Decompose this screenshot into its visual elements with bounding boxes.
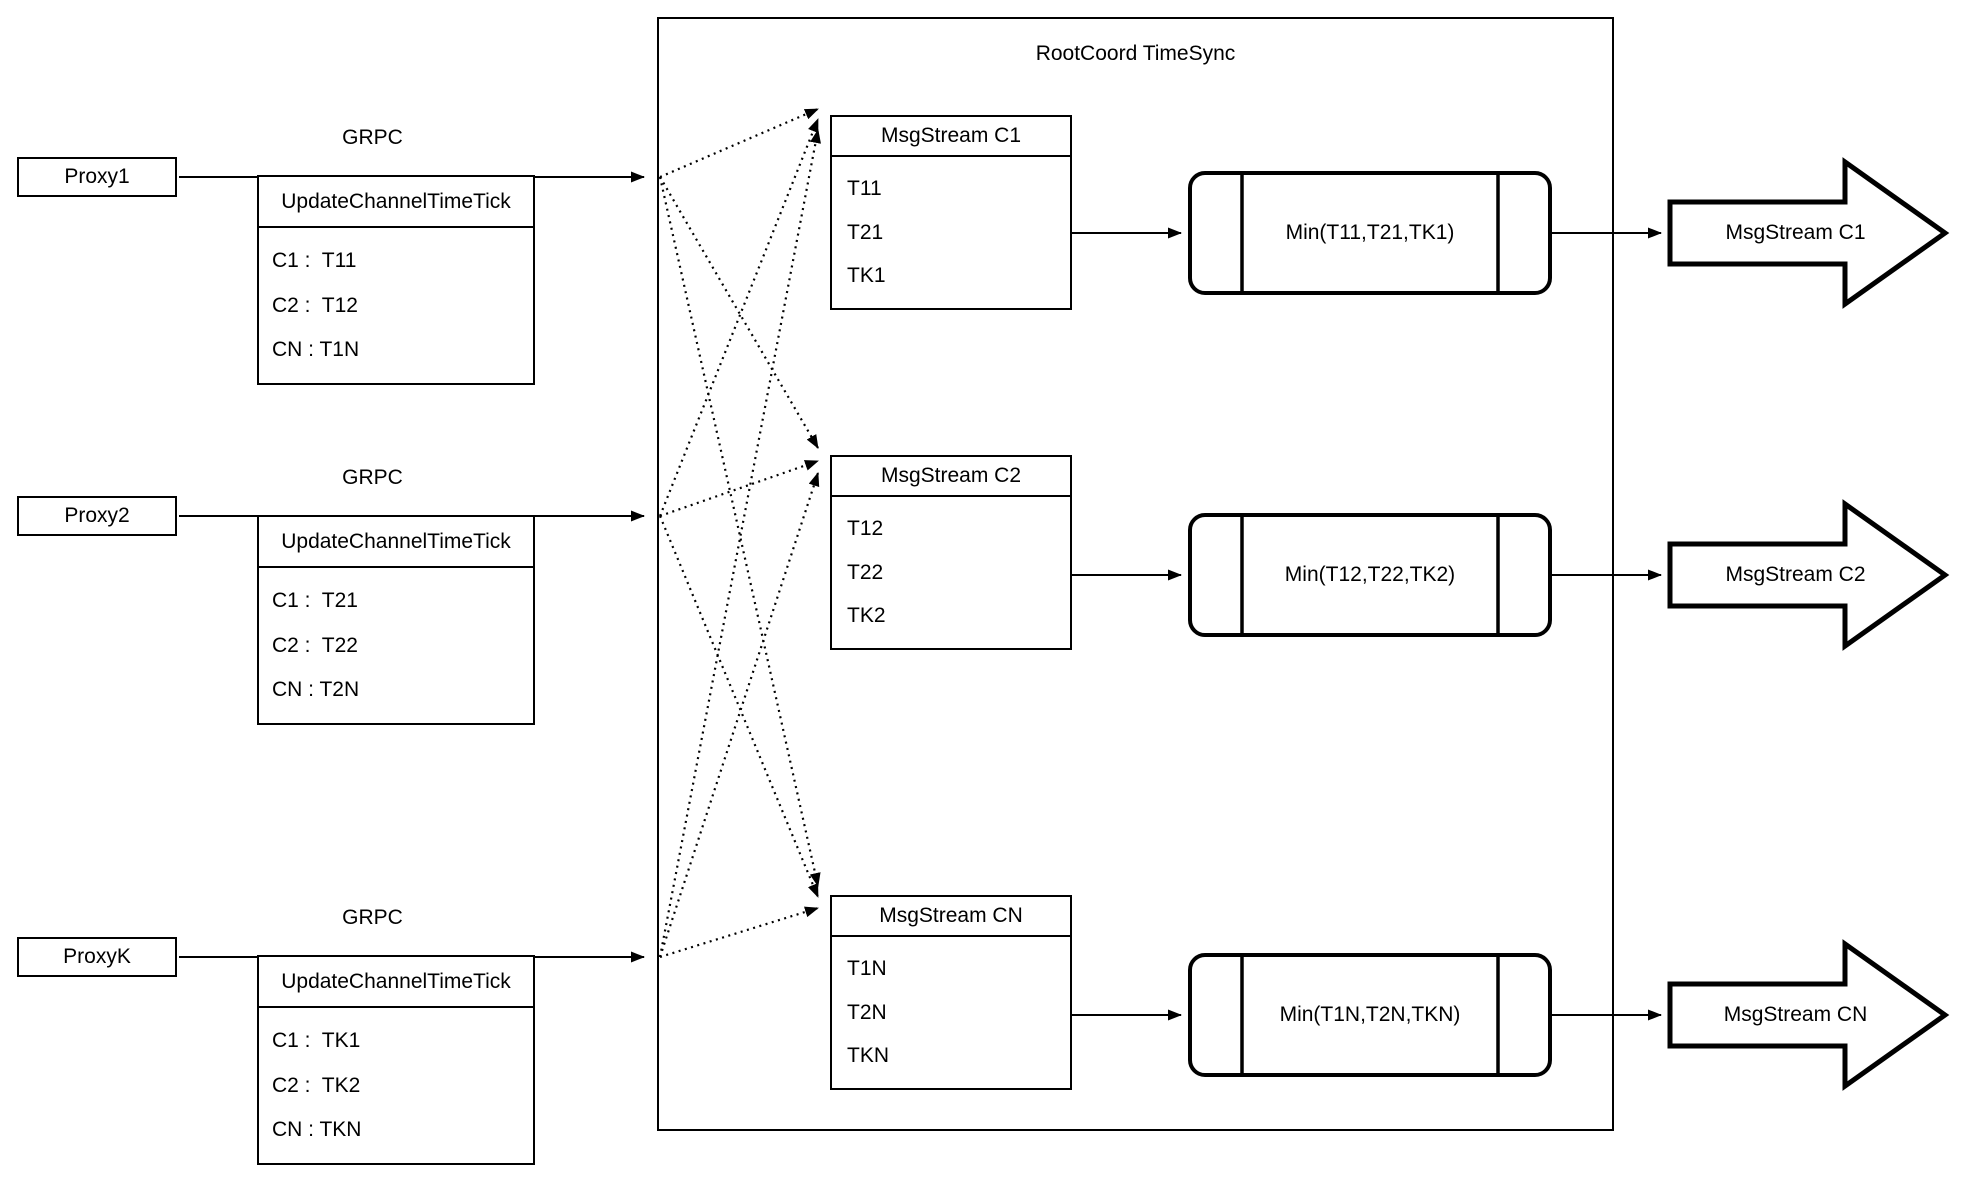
table-body: T12 T22 TK2	[832, 497, 1070, 648]
min-node-3-label: Min(T1N,T2N,TKN)	[1279, 1003, 1461, 1026]
proxy-box-2: Proxy2	[17, 496, 177, 536]
msgstream-table-c1: MsgStream C1 T11 T21 TK1	[830, 115, 1072, 310]
msgstream-output-arrow-2	[1667, 499, 1950, 651]
min-node-2-label: Min(T12,T22,TK2)	[1284, 563, 1456, 586]
table-header: MsgStream C1	[832, 117, 1070, 157]
msgstream-output-3-label: MsgStream CN	[1723, 1003, 1868, 1026]
table-header: UpdateChannelTimeTick	[259, 177, 533, 228]
table-row: T21	[847, 220, 884, 244]
min-node-3	[1188, 953, 1552, 1077]
update-channel-timetick-table-2: UpdateChannelTimeTick C1 : T21 C2 : T22 …	[257, 515, 535, 725]
table-row: C2 : T12	[272, 293, 358, 317]
table-body: T1N T2N TKN	[832, 937, 1070, 1088]
table-body: C1 : T11 C2 : T12 CN : T1N	[259, 228, 533, 383]
table-row: T22	[847, 560, 884, 584]
grpc-label-1: GRPC	[342, 126, 403, 149]
msgstream-output-1-label: MsgStream C1	[1725, 221, 1866, 244]
table-row: CN : TKN	[272, 1118, 362, 1142]
table-row: TK1	[847, 264, 886, 288]
table-row: T2N	[847, 1000, 887, 1024]
min-node-1	[1188, 171, 1552, 295]
min-node-1-label: Min(T11,T21,TK1)	[1285, 221, 1455, 244]
msgstream-table-c2: MsgStream C2 T12 T22 TK2	[830, 455, 1072, 650]
table-row: T11	[847, 176, 882, 200]
proxy-box-2-label: Proxy2	[64, 504, 130, 527]
table-row: TKN	[847, 1044, 889, 1068]
table-header: UpdateChannelTimeTick	[259, 957, 533, 1008]
proxy-box-k: ProxyK	[17, 937, 177, 977]
table-row: CN : T1N	[272, 338, 360, 362]
msgstream-output-2-label: MsgStream C2	[1725, 563, 1866, 586]
update-channel-timetick-table-3: UpdateChannelTimeTick C1 : TK1 C2 : TK2 …	[257, 955, 535, 1165]
table-body: T11 T21 TK1	[832, 157, 1070, 308]
table-row: T12	[847, 516, 884, 540]
table-row: T1N	[847, 956, 887, 980]
min-node-2	[1188, 513, 1552, 637]
proxy-box-1-label: Proxy1	[64, 165, 130, 188]
table-header: MsgStream CN	[832, 897, 1070, 937]
table-row: C2 : T22	[272, 633, 358, 657]
table-body: C1 : TK1 C2 : TK2 CN : TKN	[259, 1008, 533, 1163]
proxy-box-k-label: ProxyK	[63, 945, 131, 968]
rootcoord-timesync-title: RootCoord TimeSync	[1035, 42, 1236, 65]
msgstream-table-cn: MsgStream CN T1N T2N TKN	[830, 895, 1072, 1090]
table-header: UpdateChannelTimeTick	[259, 517, 533, 568]
update-channel-timetick-table-1: UpdateChannelTimeTick C1 : T11 C2 : T12 …	[257, 175, 535, 385]
msgstream-output-arrow-3	[1667, 939, 1950, 1091]
grpc-label-2: GRPC	[342, 466, 403, 489]
table-row: C1 : T11	[272, 248, 357, 272]
table-body: C1 : T21 C2 : T22 CN : T2N	[259, 568, 533, 723]
table-row: C1 : TK1	[272, 1028, 361, 1052]
table-row: C2 : TK2	[272, 1073, 361, 1097]
stream-to-min-lines	[1072, 227, 1182, 1021]
dotted-fanout-lines	[658, 107, 821, 959]
table-header: MsgStream C2	[832, 457, 1070, 497]
table-row: TK2	[847, 604, 886, 628]
msgstream-output-arrow-1	[1667, 157, 1950, 309]
table-row: C1 : T21	[272, 588, 358, 612]
table-row: CN : T2N	[272, 678, 360, 702]
grpc-label-3: GRPC	[342, 906, 403, 929]
proxy-box-1: Proxy1	[17, 157, 177, 197]
min-to-output-lines	[1552, 227, 1662, 1021]
